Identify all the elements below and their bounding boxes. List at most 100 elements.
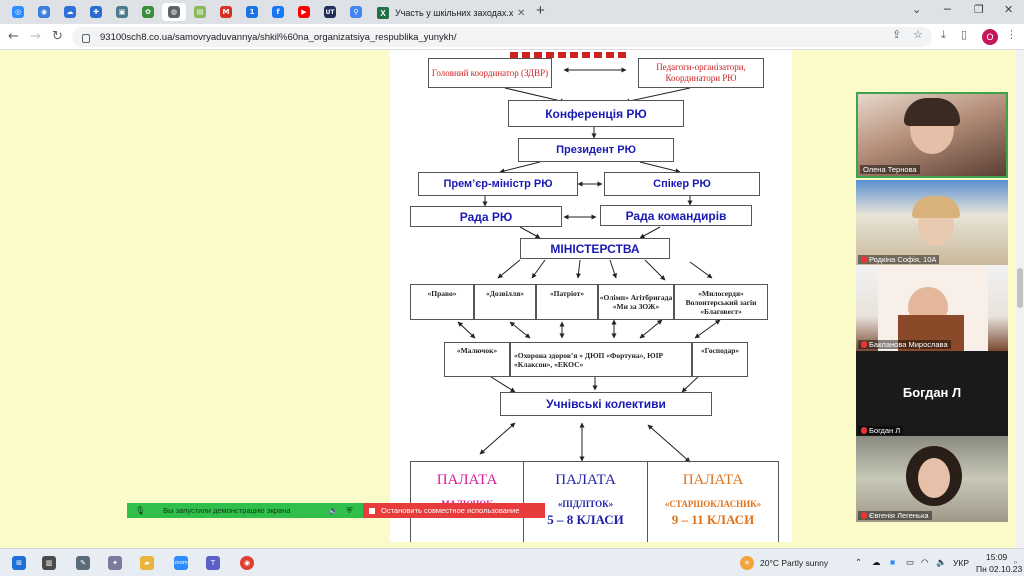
language-indicator[interactable]: УКР: [953, 558, 970, 568]
facebook-icon: f: [272, 6, 284, 18]
tab-8[interactable]: ▤: [188, 3, 212, 21]
back-button[interactable]: ←: [8, 29, 19, 44]
teams-icon[interactable]: T: [206, 556, 220, 570]
task-view-icon[interactable]: ▥: [42, 556, 56, 570]
tab-3[interactable]: ☁: [58, 3, 82, 21]
volume-icon[interactable]: 🔈: [936, 557, 947, 567]
youtube-icon: ▶: [298, 6, 310, 18]
page-scrollbar[interactable]: [1016, 50, 1024, 548]
box-head-coordinator: Головний координатор (ЗДВР): [428, 58, 552, 88]
tab-strip: ◎ ◉ ☁ ✚ ▣ ✿ ◍ ▤ M 1 f ▶ UT ⚲ X Участь у …: [0, 0, 1024, 24]
shield-icon[interactable]: ⛨: [346, 505, 353, 515]
tab-title: Участь у шкільних заходах.xlsx: [395, 8, 513, 18]
close-icon[interactable]: ✕: [517, 7, 526, 19]
address-bar[interactable]: 93100sch8.co.ua/samovryaduvannya/shkil%6…: [72, 27, 932, 47]
tab-favicon-app-1: ◎: [12, 6, 24, 18]
bookmark-star-icon[interactable]: ☆: [913, 28, 923, 41]
tray-app-icon[interactable]: ☁: [872, 557, 881, 567]
chart-connectors: [457, 67, 721, 463]
close-window-button[interactable]: ✕: [1004, 3, 1014, 16]
side-panel-icon[interactable]: ▯: [961, 28, 968, 41]
scrollbar-thumb[interactable]: [1017, 268, 1023, 308]
file-explorer-icon[interactable]: ▰: [140, 556, 154, 570]
app-icon-2[interactable]: ✦: [108, 556, 122, 570]
notification-icon[interactable]: ▫: [1014, 557, 1018, 567]
tab-favicon-app-8: ▤: [194, 6, 206, 18]
org-chart-image: Головний координатор (ЗДВР) Педагоги-орг…: [390, 50, 792, 542]
tab-4[interactable]: ✚: [84, 3, 108, 21]
video-tile-1[interactable]: Олена Тернова: [856, 92, 1008, 178]
tab-10[interactable]: 1: [240, 3, 264, 21]
app-icon-1[interactable]: ✎: [76, 556, 90, 570]
tab-1[interactable]: ◎: [6, 3, 30, 21]
download-icon[interactable]: ⤓: [941, 28, 946, 41]
box-ministry-olimp: «Олімп» Агітбригада «Ми за ЗОЖ»: [598, 284, 674, 320]
share-status-text: Вы запустили демонстрацию экрана: [163, 506, 291, 515]
chevron-down-icon[interactable]: ⌄: [912, 3, 922, 16]
video-tile-4[interactable]: Богдан Л Богдан Л: [856, 351, 1008, 437]
speaker-icon[interactable]: 🔈: [328, 506, 339, 515]
box-conference: Конференція РЮ: [508, 100, 684, 127]
box-palata-pidlitok: ПАЛАТА «ПІДЛІТОК» 5 – 8 КЛАСИ: [523, 461, 648, 542]
reload-button[interactable]: ↻: [52, 29, 63, 44]
video-tile-2[interactable]: Родкіна Софія, 10А: [856, 180, 1008, 266]
new-tab-button[interactable]: +: [536, 2, 545, 19]
clock-date[interactable]: Пн 02.10.23: [976, 564, 1023, 574]
clock-time[interactable]: 15:09: [986, 552, 1008, 562]
screen-share-bar: 🎙 Вы запустили демонстрацию экрана 🔈 ⛨ О…: [127, 503, 545, 518]
mic-off-icon: [861, 512, 867, 519]
video-tile-3[interactable]: Бакланова Мирослава: [856, 265, 1008, 351]
zoom-icon[interactable]: zoom: [174, 556, 188, 570]
windows-start-icon[interactable]: ⊞: [12, 556, 26, 570]
box-organizers: Педагоги-організатори, Координатори РЮ: [638, 58, 764, 88]
cut-off-title: [510, 50, 660, 58]
network-icon[interactable]: ◠: [921, 557, 929, 567]
minimize-button[interactable]: ─: [944, 3, 951, 16]
tab-favicon-app-10: 1: [246, 6, 258, 18]
participant-name: Олена Тернова: [860, 165, 920, 174]
tab-ut[interactable]: UT: [318, 3, 342, 21]
tab-gmail[interactable]: M: [214, 3, 238, 21]
tray-zoom-icon[interactable]: ■: [890, 557, 896, 567]
lock-icon: [82, 33, 90, 43]
mic-icon[interactable]: 🎙: [135, 506, 146, 515]
mic-off-icon: [861, 341, 867, 348]
maximize-button[interactable]: ❐: [974, 3, 984, 16]
menu-icon[interactable]: ⋮: [1006, 28, 1017, 41]
mic-off-icon: [861, 427, 867, 434]
tray-chevron-icon[interactable]: ⌃: [855, 557, 863, 567]
box-hospodar: «Господар»: [692, 342, 748, 377]
profile-avatar[interactable]: O: [982, 29, 998, 45]
tab-6[interactable]: ✿: [136, 3, 160, 21]
tab-youtube[interactable]: ▶: [292, 3, 316, 21]
tab-maps[interactable]: ⚲: [344, 3, 368, 21]
stop-sharing-button[interactable]: Остановить совместное использование: [363, 503, 545, 518]
tab-excel[interactable]: X Участь у шкільних заходах.xlsx ✕: [369, 2, 527, 24]
battery-icon[interactable]: ▭: [906, 557, 915, 567]
tab-favicon-app-5: ▣: [116, 6, 128, 18]
forward-button[interactable]: →: [30, 29, 41, 44]
box-ministry-pravo: «Право»: [410, 284, 474, 320]
stop-icon: [369, 507, 375, 514]
chrome-icon[interactable]: ◉: [240, 556, 254, 570]
participant-clothing: [898, 315, 964, 351]
tab-facebook[interactable]: f: [266, 3, 290, 21]
tab-active[interactable]: ◍: [162, 3, 186, 21]
box-ministry-myloserdia: «Милосердя» Волонтерський загін «Благове…: [674, 284, 768, 320]
gmail-icon: M: [220, 6, 232, 18]
tab-2[interactable]: ◉: [32, 3, 56, 21]
share-icon[interactable]: ⇪: [892, 28, 902, 41]
windows-taskbar: ⊞ ▥ ✎ ✦ ▰ zoom T ◉ ☀ 20°C Partly sunny ⌃…: [0, 548, 1024, 576]
tab-favicon-app-4: ✚: [90, 6, 102, 18]
stop-sharing-label: Остановить совместное использование: [381, 506, 520, 515]
participant-name: Родкіна Софія, 10А: [858, 255, 940, 264]
tab-5[interactable]: ▣: [110, 3, 134, 21]
video-tile-5[interactable]: Євгенія Легенька: [856, 436, 1008, 522]
box-ministry-dozvillia: «Дозвілля»: [474, 284, 536, 320]
box-collectives: Учнівські колективи: [500, 392, 712, 416]
participant-name: Євгенія Легенька: [858, 511, 932, 520]
weather-text[interactable]: 20°C Partly sunny: [760, 558, 829, 568]
cloud-icon: ☁: [64, 6, 76, 18]
participant-face: [918, 458, 950, 498]
excel-icon: X: [377, 7, 389, 19]
